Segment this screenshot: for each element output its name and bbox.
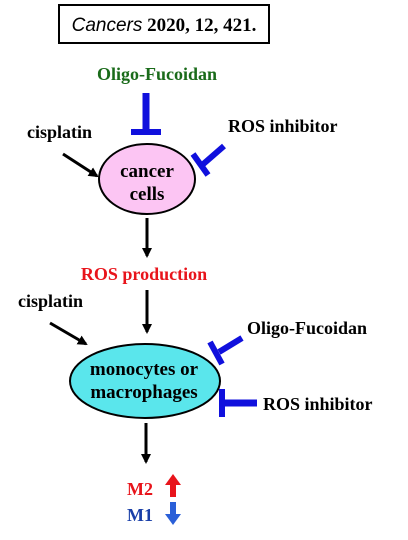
monocytes-line2: macrophages xyxy=(90,382,197,403)
cisplatin-label-bottom: cisplatin xyxy=(18,291,83,311)
down-arrow-icon xyxy=(165,502,181,525)
m2-label: M2 xyxy=(127,479,153,499)
inhibition-symbol-top xyxy=(131,93,161,135)
ros-inhibitor-label-bottom: ROS inhibitor xyxy=(263,394,373,414)
inhibition-symbol-oligo-bottom xyxy=(207,335,244,366)
cancer-cells-line2: cells xyxy=(130,184,165,205)
inhibition-symbol-ros-top xyxy=(190,143,226,177)
oligo-fucoidan-label-bottom: Oligo-Fucoidan xyxy=(247,318,367,338)
m1-label: M1 xyxy=(127,505,153,525)
cancer-cells-node: cancer cells xyxy=(98,143,196,215)
citation-details: 2020, 12, 421. xyxy=(142,15,256,36)
citation-box: Cancers 2020, 12, 421. xyxy=(58,4,270,44)
cisplatin-arrow-top xyxy=(62,152,99,178)
monocytes-macrophages-node: monocytes or macrophages xyxy=(69,343,221,419)
svg-text:Cancers 2020, 12, 421.: Cancers 2020, 12, 421. xyxy=(72,15,257,36)
cancer-cells-line1: cancer xyxy=(120,161,174,182)
monocytes-line1: monocytes or xyxy=(90,359,199,380)
citation-journal: Cancers xyxy=(72,15,143,36)
cisplatin-label-top: cisplatin xyxy=(27,122,92,142)
oligo-fucoidan-label-top: Oligo-Fucoidan xyxy=(97,64,217,84)
ros-inhibitor-label-top: ROS inhibitor xyxy=(228,116,338,136)
ros-production-label: ROS production xyxy=(81,264,207,284)
cisplatin-arrow-bottom xyxy=(49,321,88,346)
inhibition-symbol-ros-bottom xyxy=(219,389,257,417)
up-arrow-icon xyxy=(165,474,181,497)
